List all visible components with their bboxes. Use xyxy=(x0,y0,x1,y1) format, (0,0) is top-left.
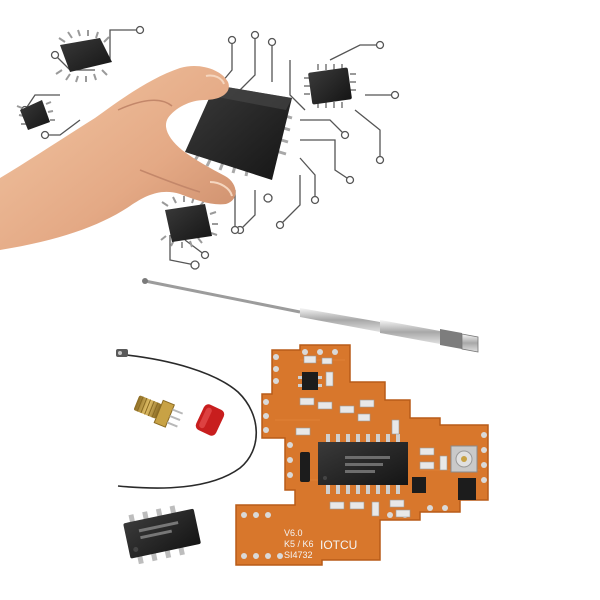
main-chip xyxy=(185,85,293,180)
circuit-traces xyxy=(24,29,395,266)
pcb-version-label: V6.0 xyxy=(284,528,303,538)
pcb-module: V6.0 K5 / K6 SI4732 IOTCU xyxy=(235,344,489,566)
pcb-chip-label: SI4732 xyxy=(284,550,313,560)
sma-connector xyxy=(134,395,184,428)
soic8-chip xyxy=(123,505,201,565)
coax-cable xyxy=(116,349,258,489)
chip-bottom-center xyxy=(160,196,218,248)
chip-left-small xyxy=(16,100,55,130)
pcb-ufl-connector xyxy=(450,445,478,473)
chip-top-left xyxy=(55,29,112,83)
hand xyxy=(0,65,236,250)
chip-top-right xyxy=(304,64,356,108)
pcb-brand-label: IOTCU xyxy=(320,538,357,552)
red-cap xyxy=(195,404,225,436)
circuit-pads xyxy=(20,25,400,270)
pcb-model-label: K5 / K6 xyxy=(284,539,314,549)
pcb-main-ic xyxy=(318,434,408,494)
telescopic-antenna xyxy=(142,278,479,353)
